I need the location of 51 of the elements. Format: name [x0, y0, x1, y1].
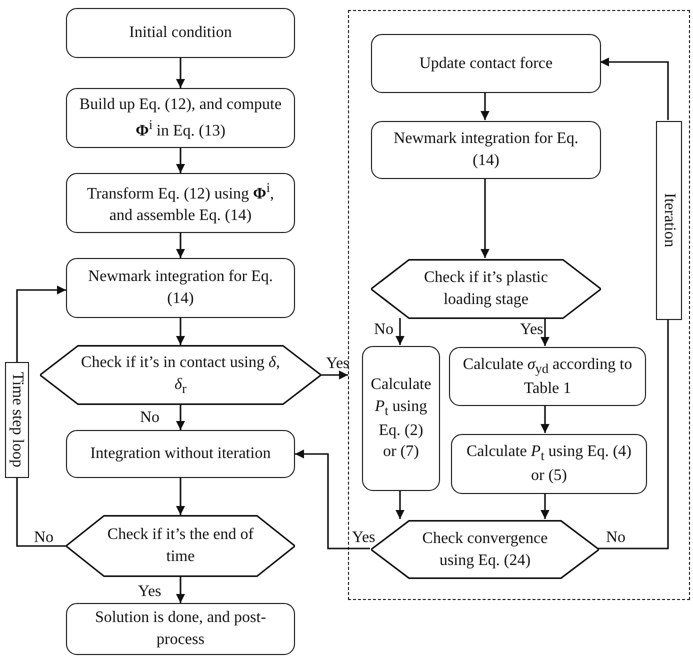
node-text: Check if it’s the end of time: [106, 525, 255, 567]
edge-label: No: [606, 530, 626, 546]
node-text: Check if it’s in contact using δ, δ$_{r}$: [80, 353, 281, 398]
arrow: [540, 318, 550, 346]
arrow: [176, 577, 185, 603]
connector-line: [598, 319, 669, 550]
process-box: Build up Eq. (12), and compute Φ$^{i}$ in Eq. (13): [66, 88, 295, 148]
decision-hexagon: [371, 259, 601, 319]
arrow: [396, 490, 404, 519]
process-box: Calculate P$_{t}$ using Eq. (2) or (7): [362, 346, 440, 491]
arrow: [480, 92, 490, 120]
decision-hexagon: [66, 515, 295, 577]
edge-label: No: [374, 322, 394, 338]
process-box: Newmark integration for Eq. (14): [66, 258, 295, 318]
edge-label: No: [34, 530, 54, 546]
loop-label-box: [656, 121, 682, 320]
node-text: Time step loop: [8, 372, 27, 468]
dashed-group-frame: [348, 10, 690, 600]
arrow: [480, 178, 490, 258]
arrow: [321, 370, 348, 380]
edge-label: Yes: [138, 584, 162, 600]
arrow: [16, 286, 66, 362]
process-box: Initial condition: [66, 8, 295, 58]
process-box: Solution is done, and post-process: [66, 603, 295, 655]
process-box: Transform Eq. (12) using Φ$^{i}$, and assemble Eq. (14): [66, 173, 295, 233]
process-box: Calculate σ$_{yd}$ according to Table 1: [449, 347, 646, 406]
node-text: Iteration: [660, 193, 679, 248]
arrow: [176, 58, 185, 88]
process-box: Integration without iteration: [66, 430, 295, 478]
decision-hexagon: [40, 345, 321, 405]
arrow: [176, 148, 185, 173]
arrow: [540, 405, 550, 433]
edge-label: No: [140, 410, 160, 426]
edge-label: Yes: [352, 530, 376, 546]
edge-label: Yes: [520, 322, 544, 338]
arrow: [176, 233, 185, 258]
arrow: [176, 405, 185, 430]
node-text: Check if it’s plastic loading stage: [423, 268, 549, 310]
edge-label: Yes: [326, 356, 350, 372]
arrow: [295, 450, 370, 550]
arrow: [176, 318, 185, 345]
arrow: [600, 58, 669, 120]
connector-line: [16, 478, 66, 547]
node-text: Check convergence using Eq. (24): [421, 528, 549, 570]
arrow: [396, 318, 404, 345]
arrow: [176, 478, 185, 515]
loop-label-box: [5, 362, 29, 478]
process-box: Newmark integration for Eq. (14): [371, 121, 601, 179]
process-box: Calculate P$_{t}$ using Eq. (4) or (5): [451, 434, 647, 494]
process-box: Update contact force: [371, 34, 601, 93]
arrow: [540, 493, 550, 519]
